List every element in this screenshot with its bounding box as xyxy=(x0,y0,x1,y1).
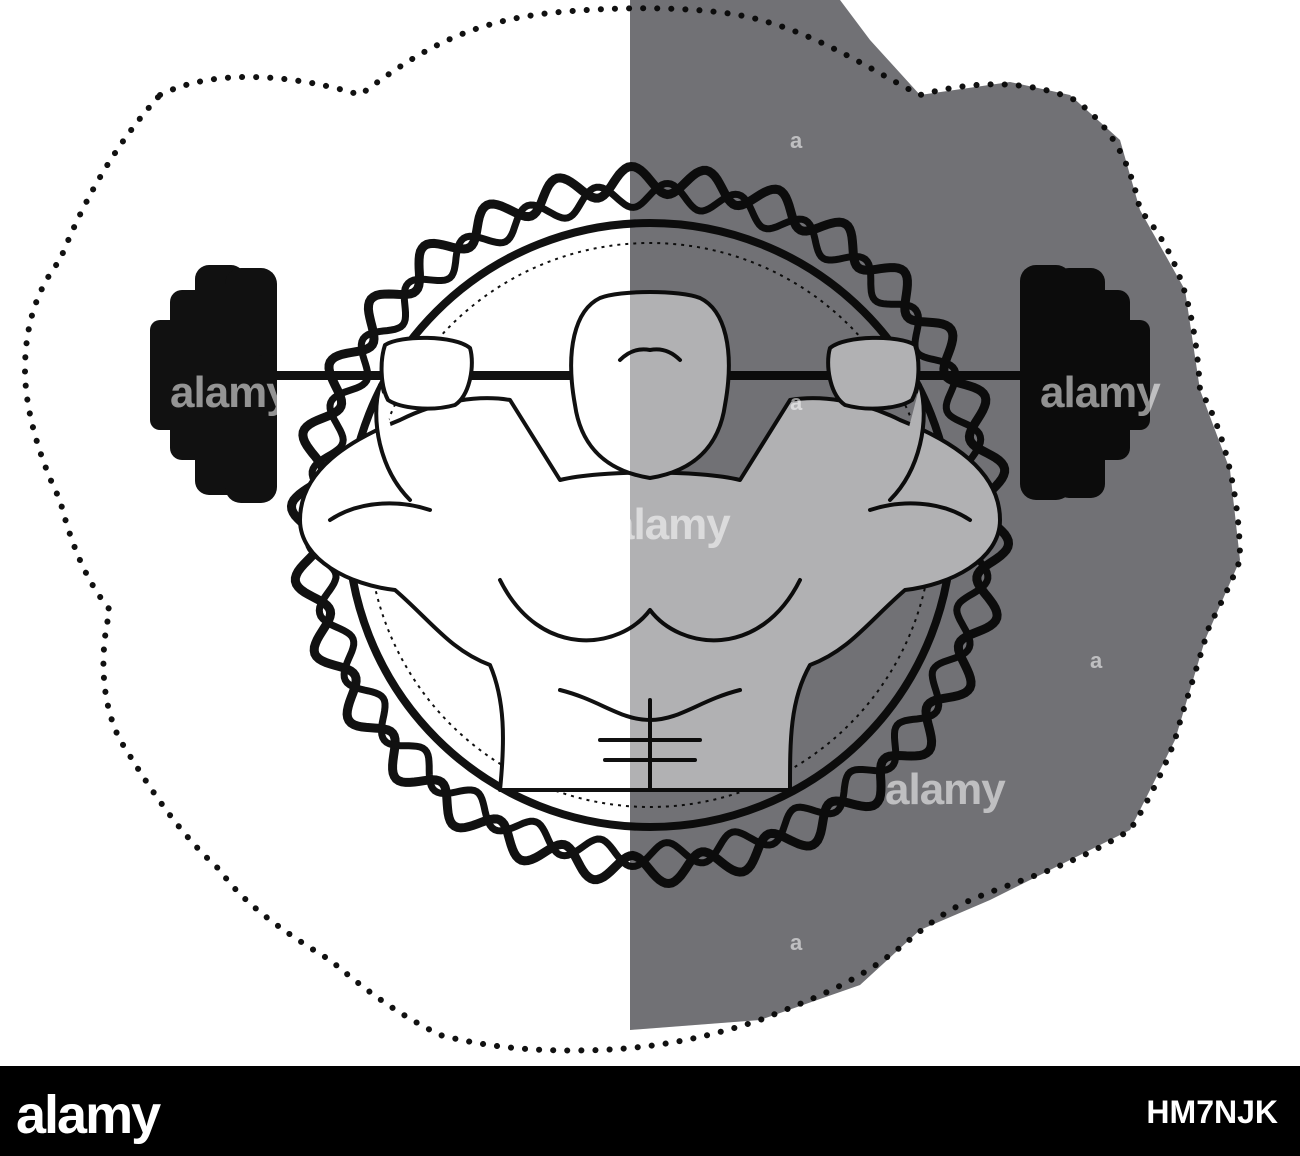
watermark-text: alamy xyxy=(885,765,1006,814)
image-id-label: HM7NJK xyxy=(1146,1094,1278,1130)
footer-bar: alamy HM7NJK xyxy=(0,1066,1300,1156)
watermark-text: alamy xyxy=(170,368,291,417)
watermark-letter: a xyxy=(790,128,802,153)
sticker-artwork xyxy=(21,0,1244,1054)
watermark-letter: a xyxy=(1245,262,1257,287)
watermark-text: alamy xyxy=(1040,368,1161,417)
shadow-overlay xyxy=(630,0,1240,1030)
watermark-letter: a xyxy=(790,930,802,955)
watermark-text: alamy xyxy=(610,500,731,549)
alamy-logo: alamy xyxy=(16,1085,161,1145)
watermark-letter: a xyxy=(790,390,802,415)
watermark-letter: a xyxy=(1090,648,1102,673)
